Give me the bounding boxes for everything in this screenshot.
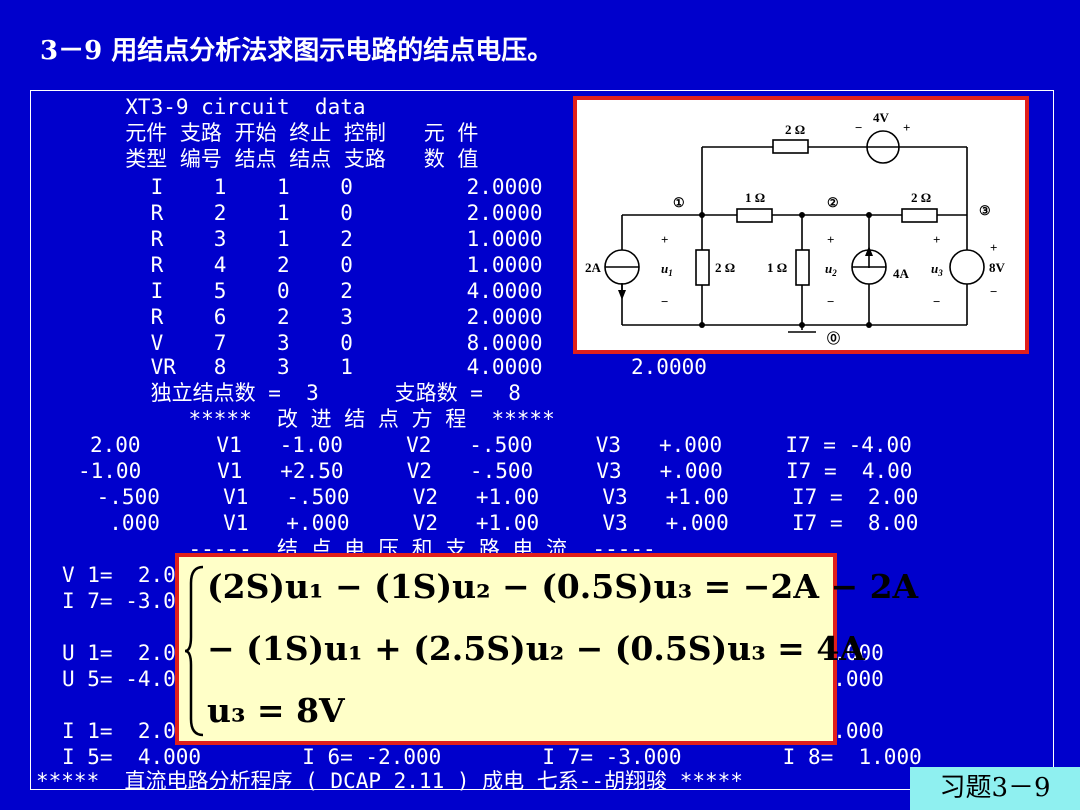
circuit-diagram: 2 Ω 4V − + ① ② ③ ⓪ 1 Ω 2 Ω 2 Ω 1 Ω 2A 4A… <box>573 96 1029 354</box>
program-line: .000 V1 +.000 V2 +1.00 V3 +.000 I7 = 8.0… <box>84 511 919 535</box>
label-8v-minus: − <box>990 284 997 299</box>
program-line: V 1= 2.0 <box>62 563 176 587</box>
label-u3-minus: − <box>933 294 940 309</box>
program-line: 独立结点数 = 3 支路数 = 8 <box>100 381 521 405</box>
label-8v-plus: + <box>990 240 997 255</box>
program-line: R 4 2 0 1.0000 <box>100 253 543 277</box>
program-line: ***** 改 进 结 点 方 程 ***** <box>100 407 555 431</box>
label-u2-minus: − <box>827 294 834 309</box>
program-line: I 7= -3.0 <box>62 589 176 613</box>
label-u2-plus: + <box>827 232 834 247</box>
program-line: R 3 1 2 1.0000 <box>100 227 543 251</box>
program-line: -.500 V1 -.500 V2 +1.00 V3 +1.00 I7 = 2.… <box>84 485 919 509</box>
label-src-mid: 4A <box>893 266 910 281</box>
label-r12: 1 Ω <box>745 190 765 205</box>
label-top-plus: + <box>903 120 910 135</box>
circuit-svg: 2 Ω 4V − + ① ② ③ ⓪ 1 Ω 2 Ω 2 Ω 1 Ω 2A 4A… <box>585 110 1006 346</box>
equation-1: (2S)u₁ − (1S)u₂ − (0.5S)u₃ = −2A − 2A <box>207 567 919 606</box>
label-u3-plus: + <box>933 232 940 247</box>
label-u1-sub: 1 <box>668 268 673 278</box>
brace-icon <box>184 565 204 737</box>
program-line: 2.00 V1 -1.00 V2 -.500 V3 +.000 I7 = -4.… <box>90 433 912 457</box>
label-u2-sub: 2 <box>831 268 837 278</box>
program-output-panel <box>30 90 1054 790</box>
label-r23: 2 Ω <box>911 190 931 205</box>
svg-text:u1: u1 <box>661 261 673 278</box>
program-line: U 1= 2.0 4.000 <box>62 641 884 665</box>
program-line: ***** 直流电路分析程序 ( DCAP 2.11 ) 成电 七系--胡翔骏 … <box>36 769 743 793</box>
label-src-right: 8V <box>989 260 1006 275</box>
label-node3: ③ <box>979 203 991 218</box>
label-u3-sub: 3 <box>937 268 943 278</box>
svg-text:u3: u3 <box>931 261 943 278</box>
program-line: R 6 2 3 2.0000 <box>100 305 543 329</box>
equation-3: u₃ = 8V <box>207 691 345 730</box>
label-node2: ② <box>827 195 839 210</box>
program-line: I 1 1 0 2.0000 <box>100 175 543 199</box>
label-top-source: 4V <box>873 110 890 125</box>
label-u3: u <box>931 261 938 276</box>
page-title: 3－9 用结点分析法求图示电路的结点电压。 <box>40 36 554 66</box>
label-r1: 2 Ω <box>715 260 735 275</box>
label-top-resistor: 2 Ω <box>785 122 805 137</box>
program-line: VR 8 3 1 4.0000 2.0000 <box>100 355 707 379</box>
label-node0: ⓪ <box>827 331 840 346</box>
equation-box: (2S)u₁ − (1S)u₂ − (0.5S)u₃ = −2A − 2A − … <box>175 553 918 745</box>
label-node1: ① <box>673 195 685 210</box>
label-u1: u <box>661 261 668 276</box>
program-line: 元件 支路 开始 终止 控制 元 件 <box>100 121 479 145</box>
equation-2: − (1S)u₁ + (2.5S)u₂ − (0.5S)u₃ = 4A <box>207 629 865 668</box>
label-u1-minus: − <box>661 294 668 309</box>
program-line: -1.00 V1 +2.50 V2 -.500 V3 +.000 I7 = 4.… <box>78 459 913 483</box>
program-line: XT3-9 circuit data <box>100 95 366 119</box>
label-top-minus: − <box>855 120 862 135</box>
label-u1-plus: + <box>661 232 668 247</box>
program-line: I 5= 4.000 I 6= -2.000 I 7= -3.000 I 8= … <box>62 745 922 769</box>
label-r2: 1 Ω <box>767 260 787 275</box>
label-src-left: 2A <box>585 260 602 275</box>
exercise-tag: 习题3－9 <box>910 767 1080 810</box>
program-line: 类型 编号 结点 结点 支路 数 值 <box>100 147 479 171</box>
program-line: I 5 0 2 4.0000 <box>100 279 543 303</box>
program-line: V 7 3 0 8.0000 <box>100 331 543 355</box>
program-line: R 2 1 0 2.0000 <box>100 201 543 225</box>
label-u2: u <box>825 261 832 276</box>
svg-text:u2: u2 <box>825 261 837 278</box>
